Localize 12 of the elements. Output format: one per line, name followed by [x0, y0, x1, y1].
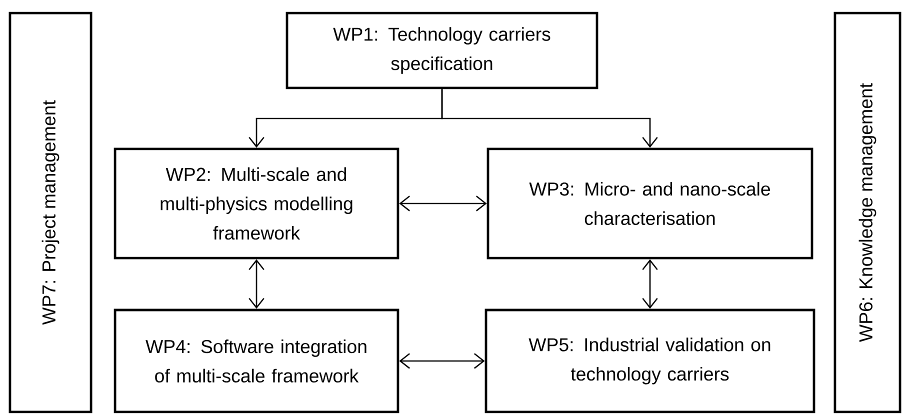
process-box: WP5: Industrial validation on technology carriers — [484, 308, 816, 414]
side-panel: WP7: Project management — [8, 12, 92, 414]
arrow — [441, 89, 658, 148]
process-box: WP2: Multi-scale and multi-physics modelling framework — [114, 148, 400, 260]
arrow — [642, 259, 658, 309]
arrow — [399, 196, 487, 212]
side-panel: WP6: Knowledge management — [834, 12, 902, 414]
process-box: WP1: Technology carriers specification — [286, 12, 598, 90]
arrow — [248, 259, 264, 309]
arrow — [399, 353, 485, 369]
process-box: WP3: Micro- and nano-scale characterisation — [486, 148, 814, 260]
process-box: WP4: Software integration of multi-scale framework — [114, 308, 400, 414]
